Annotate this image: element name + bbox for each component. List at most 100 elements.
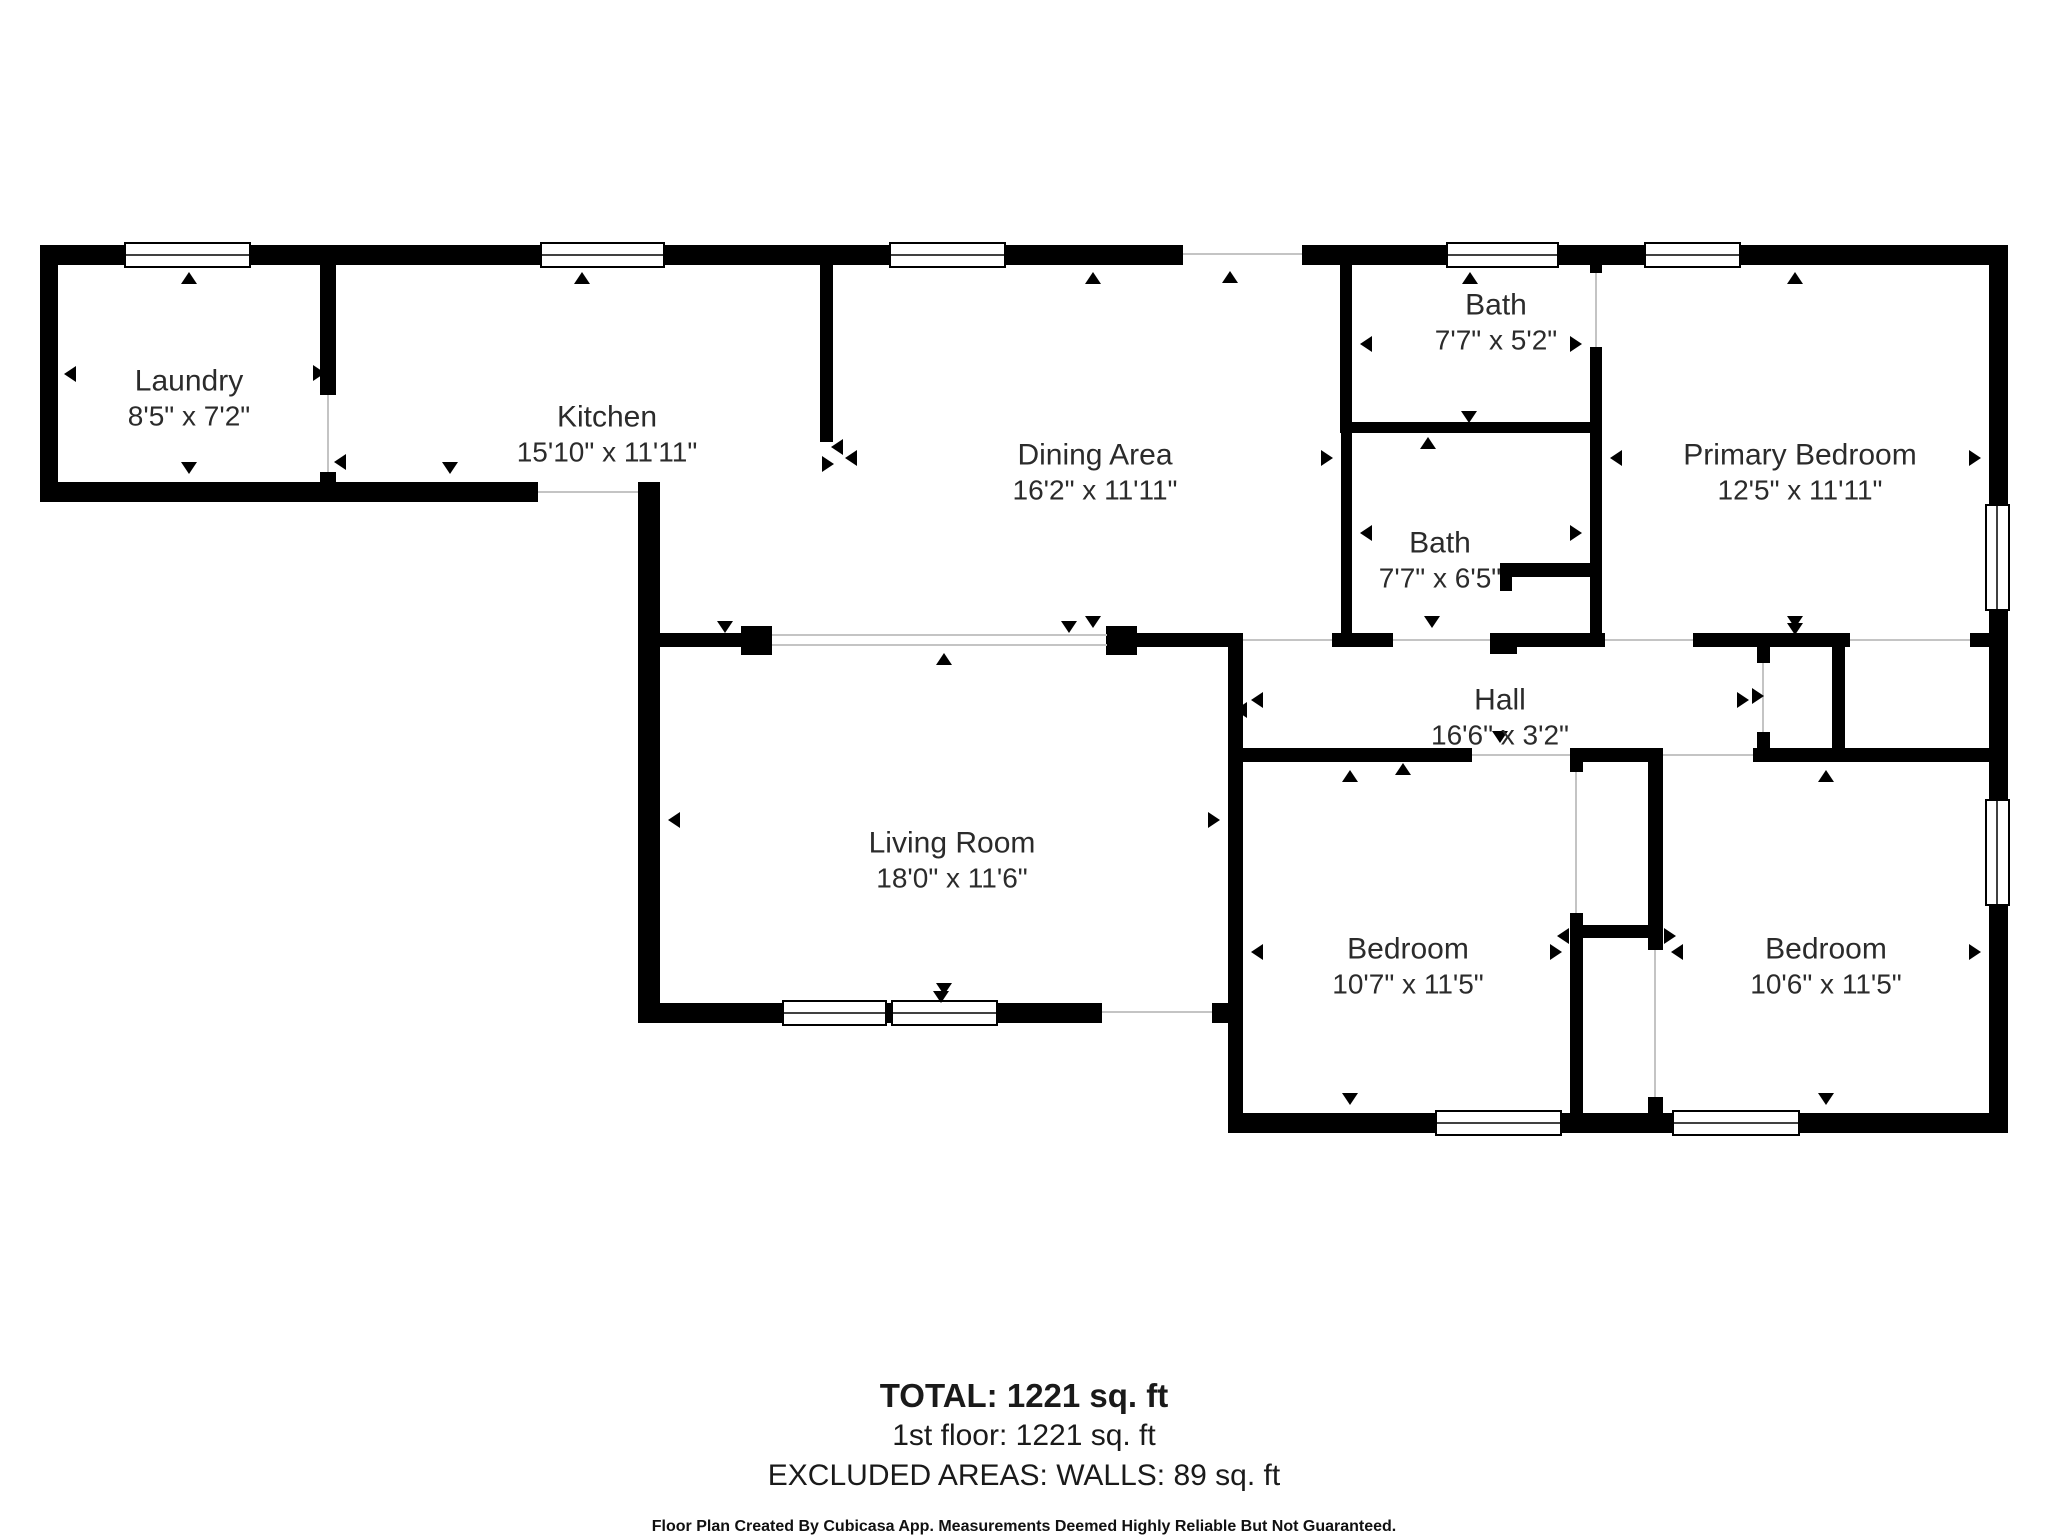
wall-segment [660, 633, 743, 647]
wall-segment [1693, 633, 1850, 647]
wall-segment [1228, 748, 1472, 762]
wall-segment [1757, 732, 1770, 748]
door-tick-icon [831, 439, 843, 455]
room-label-living-room: Living Room 18'0" x 11'6" [868, 826, 1036, 895]
wall-post [741, 626, 772, 655]
wall-openings [327, 243, 1970, 1097]
door-tick-icon [1818, 770, 1834, 782]
wall-segment [1753, 748, 1989, 762]
door-tick-icon [1969, 450, 1981, 466]
door-tick-icon [1550, 944, 1562, 960]
wall-segment [1648, 762, 1663, 950]
room-name: Bath [1465, 288, 1527, 322]
door-tick-icon [1461, 411, 1477, 423]
first-floor-area-text: 1st floor: 1221 sq. ft [892, 1419, 1156, 1452]
room-dimensions: 15'10" x 11'11" [516, 437, 698, 469]
wall-segment [320, 472, 336, 502]
wall-segment [1500, 563, 1590, 577]
wall-segment [1832, 647, 1845, 748]
room-dimensions: 16'2" x 11'11" [1012, 475, 1178, 507]
door-tick-icon [1557, 928, 1569, 944]
room-label-hall: Hall 16'6" x 3'2" [1431, 683, 1569, 752]
walls [40, 245, 2008, 1133]
door-tick-icon [574, 272, 590, 284]
wall-segment [1570, 913, 1583, 1113]
wall-segment [1136, 633, 1228, 647]
room-name: Laundry [134, 364, 244, 398]
wall-segment [1228, 1113, 2008, 1133]
door-tick-icon [1342, 770, 1358, 782]
door-tick-icon [1570, 336, 1582, 352]
room-name: Bath [1409, 526, 1471, 560]
door-tick-icon [1818, 1093, 1834, 1105]
wall-segment [1341, 423, 1352, 647]
wall-segment [1500, 563, 1512, 591]
room-name: Hall [1474, 683, 1526, 717]
door-tick-icon [1787, 616, 1803, 628]
wall-segment [40, 245, 58, 502]
wall-segment [1590, 265, 1602, 273]
windows [124, 242, 2010, 1136]
room-label-bath-lower: Bath 7'7" x 6'5" [1378, 526, 1502, 595]
door-tick-icon [1395, 763, 1411, 775]
door-tick-icon [1321, 450, 1333, 466]
room-label-dining-area: Dining Area 16'2" x 11'11" [1012, 438, 1178, 507]
excluded-area-text: EXCLUDED AREAS: WALLS: 89 sq. ft [767, 1459, 1281, 1492]
door-tick-icon [64, 366, 76, 382]
room-name: Bedroom [1347, 932, 1469, 966]
door-tick-icon [181, 272, 197, 284]
door-tick-icon [1342, 1093, 1358, 1105]
wall-segment [1648, 1097, 1663, 1113]
door-tick-icon [1664, 928, 1676, 944]
door-tick-icon [1235, 702, 1247, 718]
room-label-primary-bedroom: Primary Bedroom 12'5" x 11'11" [1683, 439, 1916, 507]
room-dimensions: 7'7" x 6'5" [1378, 563, 1502, 595]
room-label-bedroom-right: Bedroom 10'6" x 11'5" [1750, 933, 1902, 1001]
door-tick-icon [1671, 944, 1683, 960]
room-dimensions: 10'6" x 11'5" [1750, 969, 1902, 1001]
room-dimensions: 18'0" x 11'6" [876, 863, 1028, 895]
door-tick-icon [1610, 450, 1622, 466]
wall-segment [40, 482, 538, 502]
wall-segment [1757, 647, 1770, 663]
disclaimer-text: Floor Plan Created By Cubicasa App. Meas… [651, 1518, 1397, 1535]
door-tick-icon [717, 621, 733, 633]
room-dimensions: 12'5" x 11'11" [1717, 475, 1883, 507]
door-tick-icon [1570, 525, 1582, 541]
wall-segment [1490, 633, 1605, 647]
door-tick-icon [1360, 525, 1372, 541]
wall-post [1106, 626, 1137, 655]
room-label-bath-upper: Bath 7'7" x 5'2" [1434, 288, 1558, 357]
door-tick-icon [936, 653, 952, 665]
room-dimensions: 8'5" x 7'2" [127, 401, 251, 433]
door-tick-icon [334, 454, 346, 470]
wall-segment [820, 265, 833, 442]
door-tick-icon [1360, 336, 1372, 352]
door-tick-icon [1208, 812, 1220, 828]
room-dimensions: 7'7" x 5'2" [1434, 325, 1558, 357]
door-tick-icon [1085, 616, 1101, 628]
room-dimensions: 10'7" x 11'5" [1332, 969, 1484, 1001]
door-tick-icon [1251, 944, 1263, 960]
door-tick-icon [1222, 271, 1238, 283]
door-tick-icon [1251, 692, 1263, 708]
door-tick-icon [668, 812, 680, 828]
room-dimensions: 16'6" x 3'2" [1431, 720, 1569, 752]
door-tick-icon [1787, 272, 1803, 284]
wall-segment [1989, 245, 2008, 1133]
room-name: Living Room [868, 826, 1036, 860]
door-tick-icon [1492, 731, 1508, 743]
door-tick-icon [1085, 272, 1101, 284]
room-label-kitchen: Kitchen 15'10" x 11'11" [516, 401, 698, 469]
wall-segment [1340, 422, 1602, 433]
door-tick-icon [845, 450, 857, 466]
wall-segment [1590, 433, 1602, 647]
room-name: Dining Area [1017, 438, 1173, 472]
door-tick-icon [313, 365, 325, 381]
wall-post [1490, 633, 1517, 654]
wall-segment [1340, 265, 1352, 433]
wall-segment [1570, 925, 1663, 938]
room-label-laundry: Laundry 8'5" x 7'2" [127, 364, 251, 433]
